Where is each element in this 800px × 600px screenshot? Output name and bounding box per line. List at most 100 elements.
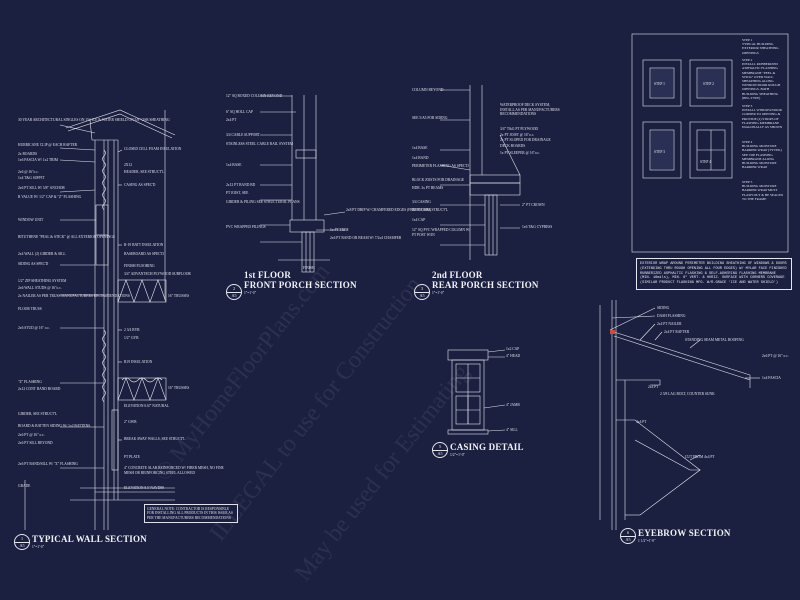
detail-3-title-line1: 2nd FLOOR (432, 270, 483, 280)
flashing-step-1: STEP 1 TYPICAL BUILDING EXTERIOR SHEATHI… (742, 38, 779, 55)
wall-note-right-14: 2" GWB (124, 420, 137, 424)
step-label-2: STEP 2 (703, 82, 714, 86)
detail-3-scale: 1"=1'-0" (432, 291, 445, 295)
wall-note-right-12: 16" TRUSSES (168, 386, 190, 390)
front-porch-note-13: 2x6 PT BAND OR BEAM W/ 7/2x4 CHAMFER (330, 236, 402, 240)
front-porch-note-8: GIRDER & PILING SEE STRUCTURAL PLANS (226, 200, 300, 204)
general-note: GENERAL NOTE: CONTRACTOR IS RESPONSIBLE … (144, 504, 238, 524)
wall-note-right-9: 2 3/4 BYB (124, 328, 140, 332)
casing-note-2: 4" JAMB (506, 403, 520, 407)
detail-2-scale: 1"=1'-0" (244, 291, 257, 295)
detail-2-title-line1: 1st FLOOR (244, 270, 292, 280)
eyebrow-note-0: SIDING (657, 306, 670, 310)
wall-note-right-6: FINISH FLOORING (124, 264, 155, 268)
eyebrow-note-8: 2 3/8 LAG BOLT, COUNTER SUNK (660, 392, 715, 396)
flashing-step-2: STEP 2 INSTALL RUBBERIZED ASPHALTIC FLAS… (742, 58, 781, 100)
wall-note-right-1: 2X12 (124, 163, 132, 167)
detail-3-title-line2: REAR PORCH SECTION (432, 280, 539, 290)
wall-note-24: GRADE (18, 484, 31, 488)
wall-note-16: 2x6 STUD @ 16" o.c. (18, 326, 50, 330)
wall-note-right-11: R19 INSULATION (124, 360, 153, 364)
detail-2-title-line2: FRONT PORCH SECTION (244, 280, 357, 290)
wall-note-22: 2x6 PT SILL BEYOND (18, 441, 53, 445)
wall-note-17: "Z" FLASHING (18, 380, 42, 384)
rear-porch-note-3: 3/4" T&G PT PLYWOOD (500, 127, 539, 131)
rear-porch-note-9: 1x4 BAND (412, 156, 429, 160)
wall-note-5: 1x4 T&G SOFFIT (18, 176, 45, 180)
front-porch-note-11: 2x8 PT DRIP W/ CHAMFERED EDGES (FRONT TR… (346, 208, 431, 212)
front-porch-note-2: 2x4 PT (226, 118, 237, 122)
front-porch-section (260, 95, 346, 273)
wall-note-4: 2x6 @ 16"o.c. (18, 170, 39, 174)
rear-porch-section (439, 85, 521, 260)
eyebrow-note-4: STANDING SEAM METAL ROOFING (685, 338, 744, 342)
rear-porch-note-15: 1x4 CAP (412, 218, 426, 222)
front-porch-note-3: 3/4 CABLE SUPPORT (226, 133, 260, 137)
rear-porch-note-16: 2" PT CROWN (522, 203, 545, 207)
casing-detail (447, 349, 506, 435)
wall-note-right-16: PT PLATE (124, 455, 140, 459)
step-label-1: STEP 1 (654, 82, 665, 86)
flashing-step-4: STEP 4 BUILDING MOISTURE BARRIER WRAP (T… (742, 140, 782, 170)
wall-note-right-0: CLOSED CELL FOAM INSULATION (124, 147, 182, 151)
rear-porch-note-13: 3/4 CASING (412, 200, 431, 204)
rear-porch-note-12: HDR. 3x PT BEAMS (412, 186, 444, 190)
rear-porch-note-6: DECK BOARDS (500, 144, 526, 148)
wall-note-right-17: 4" CONCRETE SLAB REINFORCED W/ FIBER MES… (124, 466, 224, 475)
front-porch-note-1: 6" SQ HOLL CAP (226, 110, 253, 114)
step-label-4: STEP 4 (700, 160, 711, 164)
detail-5-title: CASING DETAIL (450, 442, 524, 452)
wall-note-12: 1/2" ZIP SHEATHING SYSTEM (18, 279, 67, 283)
eyebrow-note-6: 1x4 FASCIA (762, 376, 781, 380)
rear-porch-note-18: 12" SQ PVC WRAPPED COLUMN W/ PT POST W/I… (412, 228, 471, 237)
wall-note-10: 2x4 WALL (2) GIRDER & SILL (18, 252, 66, 256)
front-porch-note-5: 1x4 BASE (226, 163, 242, 167)
eyebrow-section (599, 300, 760, 530)
wall-note-right-8: 16" TRUSSES (168, 294, 190, 298)
eyebrow-note-5: 2x6 PT @ 16" o.c. (762, 354, 789, 358)
wall-note-19: GIRDER, SEE STRUCT'L (18, 412, 58, 416)
rear-porch-note-8: 1x4 BASE (412, 146, 428, 150)
wall-note-23: 2x6 PT BAND/SILL W/ "Z" FLASHING (18, 462, 78, 466)
wall-note-6: 2x6 PT SILL W/ 5/8" ANCHOR (18, 186, 65, 190)
wall-note-13: 2x6 WALL STUDS @ 16"o.c. (18, 286, 62, 290)
wall-note-20: BOARD & BATTEN SIDING W/ 1x2 BATTENS (18, 424, 91, 428)
casing-note-0: 1x2 CAP (506, 347, 520, 351)
front-porch-note-6: 2x12 PT BAND BD (226, 183, 256, 187)
casing-note-1: 4" HEAD (506, 354, 521, 358)
eyebrow-note-1: DASH FLASHING (657, 314, 686, 318)
wall-note-right-4: R-19 BATT INSULATION (124, 243, 164, 247)
wall-note-0: 30 YEAR ARCHITECTURAL SINGLES ON 15# ICE… (18, 118, 170, 122)
flashing-step-3: STEP 3 INSTALL WINDOW/DOOR CORNER TO OPE… (742, 104, 783, 130)
typical-wall-section (24, 109, 176, 530)
detail-1-scale: 1"=1'-0" (32, 545, 45, 549)
detail-6-title: EYEBROW SECTION (638, 528, 731, 538)
wall-note-1: HURRICANE CLIP @ EACH RAFTER (18, 143, 78, 147)
eyebrow-note-7: 2x4 PT (648, 385, 659, 389)
detail-1-title: TYPICAL WALL SECTION (32, 534, 147, 544)
front-porch-note-9: PVC WRAPPED PILINGS (226, 225, 266, 229)
eyebrow-note-3: 2x4 PT RAFTER (664, 330, 690, 334)
wall-note-right-3: CASING AS SPEC'D (124, 183, 156, 187)
wall-note-right-5: BASEBOARD AS SPEC'D (124, 252, 164, 256)
front-porch-note-0: 12" SQ BOXED COLUMN BEYOND (226, 94, 283, 98)
casing-note-3: 4" SILL (506, 428, 518, 432)
rear-porch-note-7: 1x PT SLEEPER @ 16"o.c. (500, 151, 541, 155)
wall-note-right-10: 1/2" GYB (124, 336, 139, 340)
wall-note-2: 2x BOARDS (18, 152, 38, 156)
eyebrow-note-9: CUT FROM 4x4 PT (685, 455, 715, 459)
rear-porch-note-11: BLOCK JOISTS FOR DRAINAGE (412, 178, 465, 182)
wall-note-7: R VALUE W/ 1/2" CAP & "Z" FLASHING (18, 195, 82, 199)
exterior-wrap-note: EXTERIOR WRAP AROUND PERIMETER BUILDING … (636, 258, 792, 290)
rear-porch-note-10: PERIMETER FLASHING AS SPEC'D (412, 164, 469, 168)
wall-note-15: FLOOR TRUSS (18, 307, 42, 311)
flashing-accent (610, 330, 615, 334)
detail-6-scale: 1 1/2"=1'-0" (638, 539, 656, 543)
front-porch-note-4: STAINLESS STEEL CABLE RAIL SYSTEM (226, 142, 294, 146)
